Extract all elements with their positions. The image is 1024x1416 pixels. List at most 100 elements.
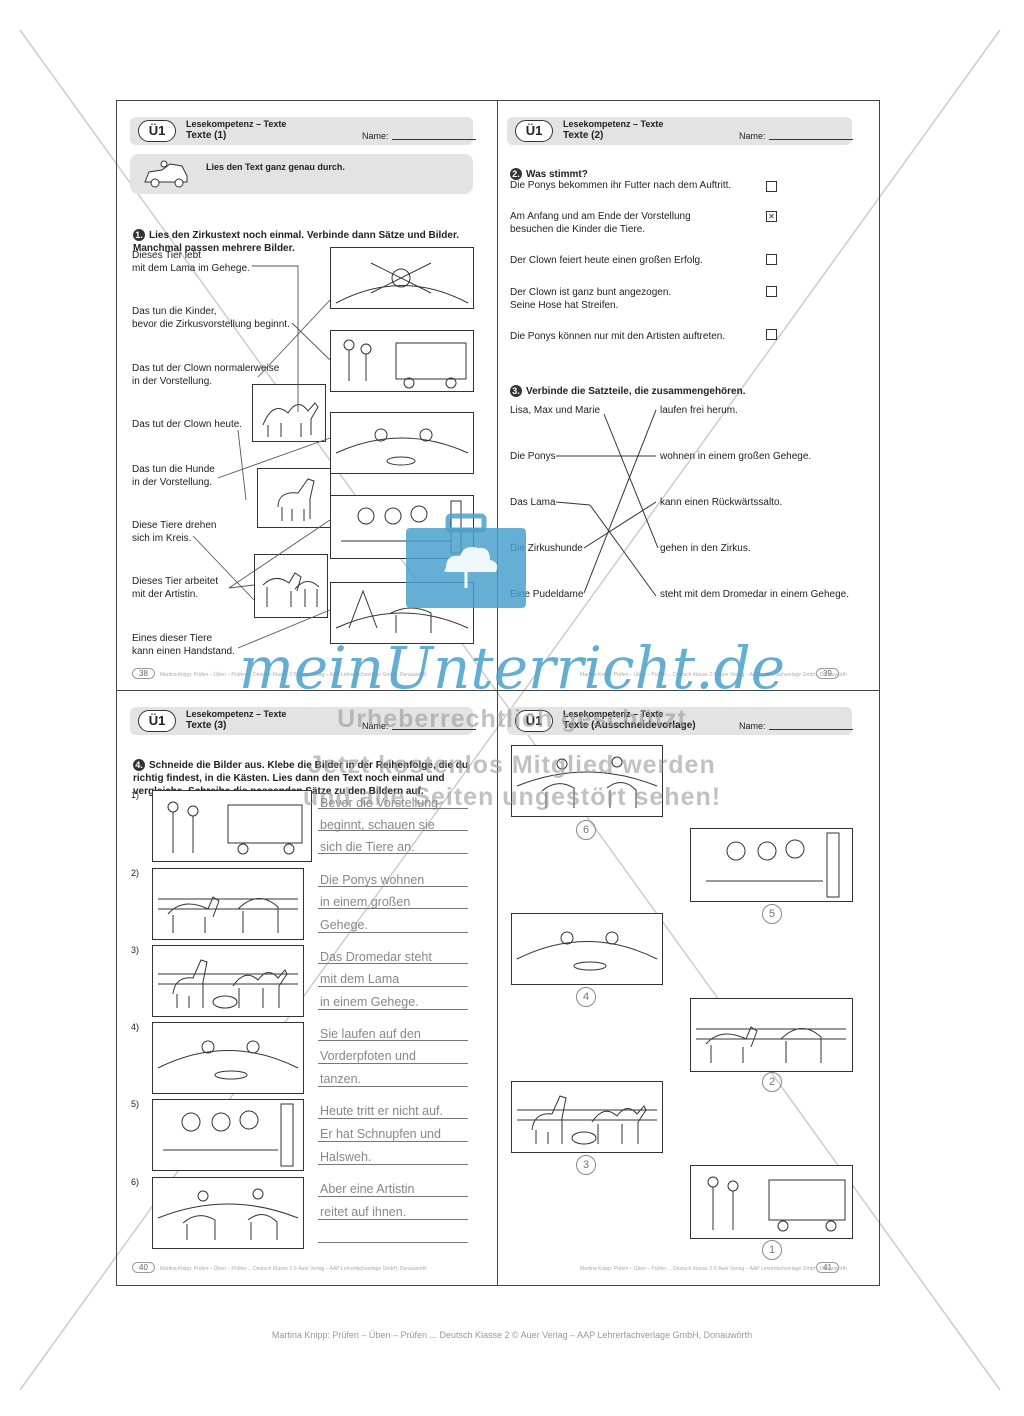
header-title: Texte (3) [186,720,227,731]
checkbox-1[interactable] [766,181,777,192]
header-title: Texte (1) [186,130,227,141]
picture-clown [330,247,474,309]
write-line[interactable] [318,1242,468,1243]
checkbox-3[interactable] [766,254,777,265]
handwriting: in einem großen [320,895,411,909]
handwriting: Das Dromedar steht [320,950,432,964]
page-divider-vertical [497,100,498,1285]
checkbox-4[interactable] [766,286,777,297]
row-label: 1) [131,790,140,800]
write-line[interactable] [318,853,468,854]
handwriting: Heute tritt er nicht auf. [320,1104,443,1118]
right-part-3: kann einen Rückwärtssalto. [660,497,783,508]
page-number: 38 [132,668,155,679]
write-line[interactable] [318,908,468,909]
checkbox-5[interactable] [766,329,777,340]
row-picture-6 [152,1177,304,1249]
page-38-header: Ü1 Lesekompetenz – Texte Texte (1) Name: [130,117,476,145]
handwriting: Halsweh. [320,1150,372,1164]
header-kicker: Lesekompetenz – Texte [186,709,287,719]
name-field[interactable] [769,729,853,730]
name-label: Name: [739,131,766,141]
page-41-header: Ü1 Lesekompetenz – Texte Texte (Ausschne… [507,707,853,735]
row-picture-5 [152,1099,304,1171]
handwriting: mit dem Lama [320,972,400,986]
row-picture-2 [152,868,304,940]
write-line[interactable] [318,1063,468,1064]
cutout-picture-1[interactable] [690,1165,853,1239]
write-line[interactable] [318,830,468,831]
task-3-text: Verbinde die Satzteile, die zusammengehö… [526,386,746,397]
level-badge: Ü1 [138,120,176,142]
task-2-text: Was stimmt? [526,169,588,180]
handwriting: Aber eine Artistin [320,1182,415,1196]
row-picture-4 [152,1022,304,1094]
picture-camel [252,384,326,442]
row-label: 4) [131,1022,140,1032]
write-line[interactable] [318,886,468,887]
level-badge: Ü1 [138,710,176,732]
write-line[interactable] [318,963,468,964]
sentence-6: Diese Tiere drehen sich im Kreis. [132,520,217,544]
picture-artist-ponies [330,582,474,644]
task-number: 3. [510,385,522,397]
watermark-line-2: Jetzt kostenlos Mitglied werden [308,751,716,779]
write-line[interactable] [318,1219,468,1220]
header-kicker: Lesekompetenz – Texte [563,709,664,719]
write-line[interactable] [318,808,468,809]
sentence-3: Das tut der Clown normalerweise in der V… [132,363,280,387]
header-title: Texte (Ausschneidevorlage) [563,720,696,731]
instruction-text: Lies den Text ganz genau durch. [206,162,345,172]
handwriting: Gehege. [320,918,368,932]
left-part-1: Lisa, Max und Marie [510,405,601,416]
write-line[interactable] [318,986,468,987]
row-label: 3) [131,945,140,955]
cutout-picture-3[interactable] [511,1081,663,1153]
page-41-footer: Martina Knipp: Prüfen – Üben – Prüfen ..… [580,1266,847,1272]
write-line[interactable] [318,1164,468,1165]
name-field[interactable] [392,729,476,730]
task-2: 2.Was stimmt? [510,155,588,181]
name-field[interactable] [769,139,853,140]
page-40-header: Ü1 Lesekompetenz – Texte Texte (3) Name: [130,707,476,735]
watermark-brand: meinUnterricht.de [238,634,786,702]
left-part-2: Die Ponys [510,451,556,462]
write-line[interactable] [318,1040,468,1041]
level-badge: Ü1 [515,120,553,142]
cutout-picture-2[interactable] [690,998,853,1072]
instruction-banner: Lies den Text ganz genau durch. [130,154,473,194]
briefcase-cloud-icon [406,513,526,608]
header-kicker: Lesekompetenz – Texte [186,119,287,129]
sentence-2: Das tun die Kinder, bevor die Zirkusvors… [132,306,290,330]
picture-children-wagon [330,330,474,392]
write-line[interactable] [318,1141,468,1142]
picture-dogs [330,412,474,474]
row-picture-3 [152,945,304,1017]
handwriting: sich die Tiere an. [320,840,415,854]
statement-4: Der Clown ist ganz bunt angezogen. Seine… [510,287,672,311]
name-field[interactable] [392,139,476,140]
cutout-number: 6 [576,820,596,840]
page-38-footer: Martina Knipp: Prüfen – Üben – Prüfen ..… [160,672,427,678]
handwriting: beginnt, schauen sie [320,818,435,832]
write-line[interactable] [318,1118,468,1119]
checkbox-2[interactable]: ✕ [766,211,777,222]
handwriting: Sie laufen auf den [320,1027,421,1041]
write-line[interactable] [318,1196,468,1197]
cutout-picture-4[interactable] [511,913,663,985]
write-line[interactable] [318,1009,468,1010]
write-line[interactable] [318,932,468,933]
cutout-picture-5[interactable] [690,828,853,902]
right-part-4: gehen in den Zirkus. [660,543,751,554]
page-40-footer: Martina Knipp: Prüfen – Üben – Prüfen ..… [160,1266,427,1272]
statement-3: Der Clown feiert heute einen großen Erfo… [510,255,703,266]
handwriting: Vorderpfoten und [320,1049,416,1063]
write-line[interactable] [318,1086,468,1087]
name-label: Name: [362,131,389,141]
cutout-picture-6[interactable] [511,745,663,817]
level-badge: Ü1 [515,710,553,732]
cutout-number: 2 [762,1072,782,1092]
cutout-number: 1 [762,1240,782,1260]
handwriting: in einem Gehege. [320,995,419,1009]
